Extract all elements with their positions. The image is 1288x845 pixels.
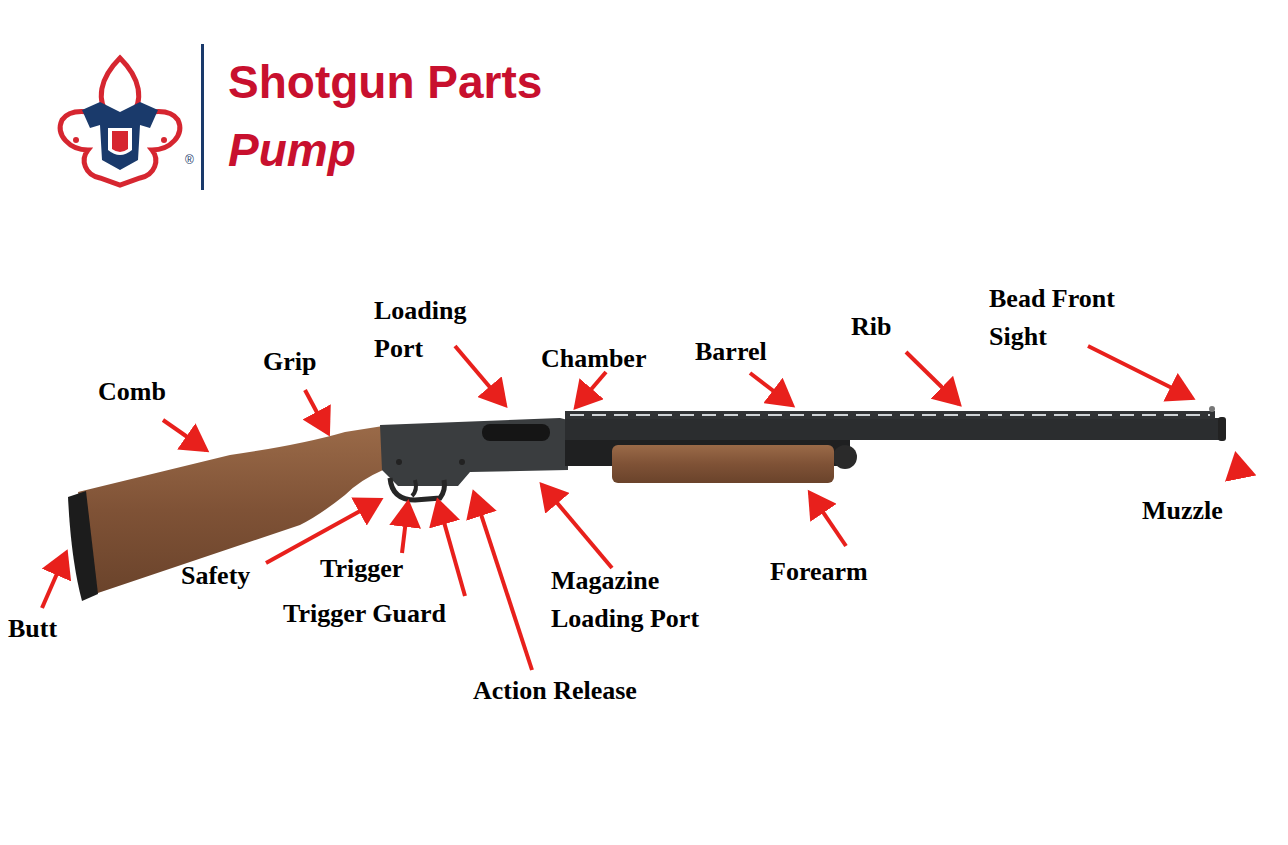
part-label: Forearm xyxy=(770,553,868,591)
part-label: Action Release xyxy=(473,672,637,710)
part-label: Bead Front Sight xyxy=(989,280,1154,356)
pin xyxy=(459,459,465,465)
part-label: Grip xyxy=(263,343,316,381)
divider xyxy=(201,44,204,190)
trigger-guard xyxy=(390,478,445,500)
registered-mark: ® xyxy=(185,153,201,167)
part-label: Loading Port xyxy=(374,292,499,368)
part-label: Comb xyxy=(98,373,166,411)
part-label: Safety xyxy=(181,557,250,595)
part-label: Trigger xyxy=(320,550,403,588)
part-label: Rib xyxy=(851,308,891,346)
receiver xyxy=(380,418,568,486)
rib xyxy=(565,411,1215,419)
rib-vents xyxy=(570,414,1210,416)
part-label: Magazine Loading Port xyxy=(551,562,751,638)
title: Shotgun Parts xyxy=(228,56,542,108)
magazine-cap xyxy=(833,445,857,469)
part-label: Trigger Guard xyxy=(283,595,446,633)
part-label: Butt xyxy=(8,610,57,648)
part-label: Chamber xyxy=(541,340,646,378)
leader-lines xyxy=(42,346,1240,670)
bead xyxy=(1209,406,1215,412)
logo xyxy=(60,58,180,185)
trigger xyxy=(412,480,416,496)
muzzle xyxy=(1218,417,1226,441)
ejection-port xyxy=(482,424,550,441)
pin xyxy=(396,459,402,465)
barrel xyxy=(565,418,1225,440)
part-label: Barrel xyxy=(695,333,767,371)
butt-pad xyxy=(68,491,98,601)
subtitle: Pump xyxy=(228,124,356,176)
forearm xyxy=(612,445,834,483)
part-label: Muzzle xyxy=(1142,492,1223,530)
